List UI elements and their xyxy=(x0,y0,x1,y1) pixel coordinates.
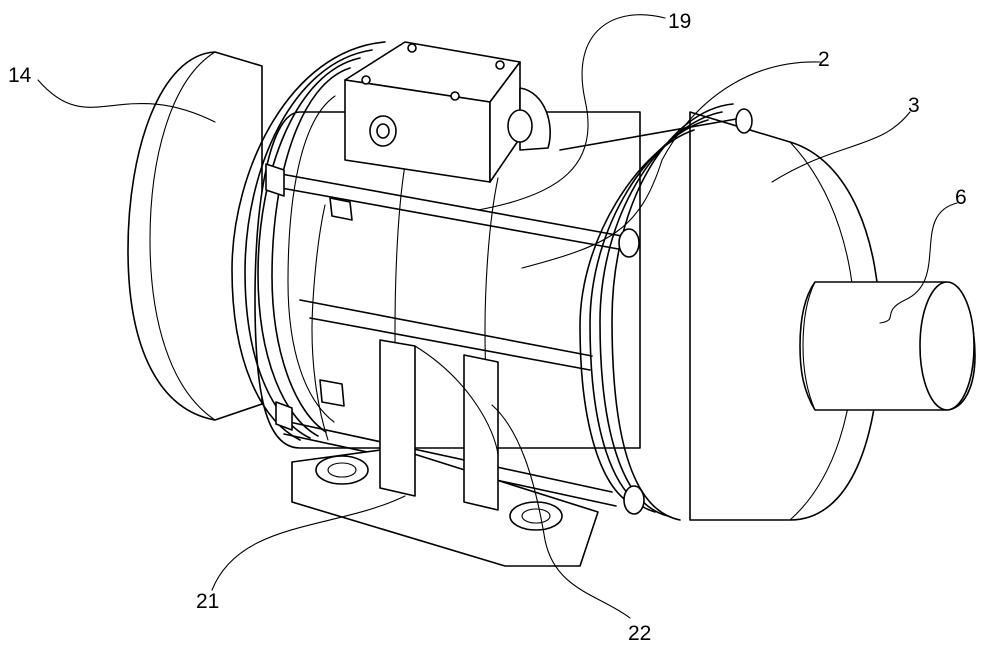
leader-21 xyxy=(211,495,406,591)
label-3: 3 xyxy=(908,94,920,117)
leader-2 xyxy=(521,61,821,269)
label-2: 2 xyxy=(818,48,830,71)
label-6: 6 xyxy=(955,186,967,209)
part-labels: 14 19 2 3 6 21 22 xyxy=(8,10,967,645)
leader-6 xyxy=(879,202,958,324)
leader-lines xyxy=(37,14,958,619)
left-flange xyxy=(231,41,386,441)
label-21: 21 xyxy=(196,590,219,613)
leader-19 xyxy=(477,14,666,211)
label-19: 19 xyxy=(668,10,691,33)
label-14: 14 xyxy=(8,64,32,87)
leader-14 xyxy=(37,79,216,123)
label-22: 22 xyxy=(628,622,651,645)
motor-body xyxy=(254,111,641,481)
mounting-base xyxy=(291,339,599,567)
leader-3 xyxy=(771,111,911,183)
output-shaft xyxy=(799,281,976,411)
left-end-cover xyxy=(127,51,263,421)
junction-box xyxy=(344,41,551,183)
leader-22 xyxy=(491,404,631,619)
bolt-heads xyxy=(265,108,753,515)
tie-rods xyxy=(269,117,743,507)
